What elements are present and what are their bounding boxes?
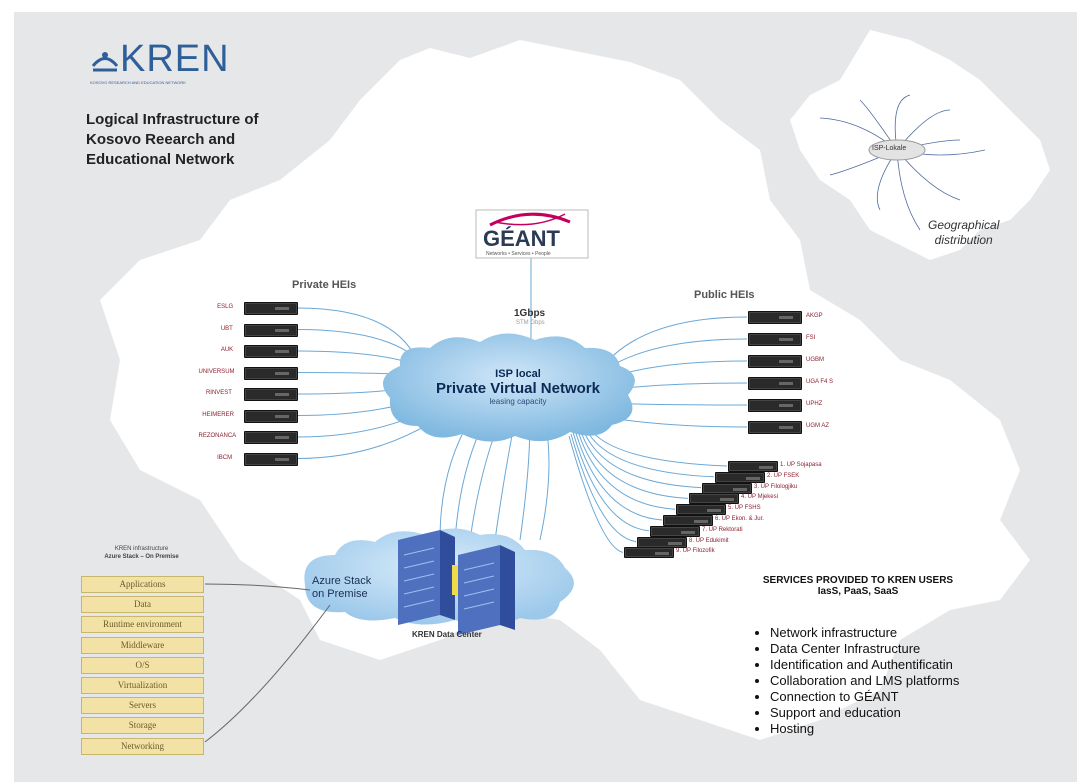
- server-rack-icon: [244, 366, 298, 380]
- server-rack-icon: [748, 421, 802, 434]
- private-hei-label: UNIVERSUM: [198, 368, 235, 375]
- server-rack-icon: [728, 461, 778, 472]
- private-hei-label: AUK: [220, 347, 234, 353]
- service-item: Data Center Infrastructure: [770, 641, 959, 657]
- private-hei-label: HEIMERER: [202, 411, 234, 418]
- server-rack-icon: [637, 536, 687, 548]
- service-item: Connection to GÉANT: [770, 689, 959, 705]
- server-rack-icon: [244, 409, 298, 423]
- services-heading: SERVICES PROVIDED TO KREN USERS IasS, Pa…: [762, 575, 954, 597]
- server-rack-icon: [748, 377, 802, 390]
- diagram-title: Logical Infrastructure of Kosovo Reearch…: [86, 111, 259, 168]
- up-faculty-label: 3. UP Filologjiku: [754, 483, 798, 490]
- public-hei-label: FSI: [806, 335, 816, 341]
- public-hei-label: UGA F4 S: [806, 379, 834, 385]
- server-rack-icon: [748, 399, 802, 412]
- stack-layer: Applications: [81, 576, 204, 593]
- up-faculty-label: 6. UP Ekon. & Jur.: [715, 516, 764, 522]
- stack-layer: Data: [81, 596, 204, 614]
- stack-layer: Servers: [81, 697, 204, 715]
- server-rack-icon: [244, 388, 298, 401]
- geant-logo-arc: [489, 212, 571, 227]
- service-item: Network infrastructure: [770, 625, 959, 641]
- server-rack-icon: [244, 345, 298, 358]
- stack-layer: Networking: [81, 737, 204, 755]
- private-hei-label: REZONANCA: [198, 433, 237, 439]
- server-rack-icon: [244, 302, 298, 315]
- public-hei-label: UPHZ: [806, 401, 823, 407]
- server-rack-icon: [748, 333, 802, 346]
- isp-cloud: [382, 333, 635, 442]
- public-heis-heading: Public HEIs: [694, 289, 755, 301]
- service-item: Identification and Authentificatin: [770, 657, 959, 673]
- kren-logo-icon: [90, 46, 120, 74]
- up-faculty-label: 2. UP FSEK: [767, 472, 800, 479]
- service-item: Hosting: [770, 721, 959, 737]
- public-hei-label: AKGP: [806, 313, 823, 319]
- stack-header: KREN infrastructure Azure Stack – On Pre…: [104, 546, 179, 560]
- server-rack-icon: [702, 482, 752, 494]
- services-list-wrap: Network infrastructureData Center Infras…: [752, 625, 959, 737]
- private-hei-label: ESLG: [217, 304, 234, 310]
- private-hei-label: RINVEST: [205, 390, 232, 396]
- kren-tagline: KOSOVO RESEARCH AND EDUCATION NETWORK: [90, 80, 186, 85]
- service-item: Collaboration and LMS platforms: [770, 673, 959, 689]
- server-rack-icon: [748, 311, 802, 324]
- geant-box: [475, 209, 589, 259]
- public-hei-label: UGBM: [806, 357, 824, 363]
- isp-cloud-label: ISP local Private Virtual Network leasin…: [436, 368, 600, 406]
- public-hei-label: UGM AZ: [806, 423, 830, 429]
- server-rack-icon: [748, 355, 802, 368]
- server-rack-icon: [624, 547, 674, 559]
- uplink-sub: STM Gbps: [516, 320, 545, 326]
- server-rack-icon: [689, 493, 739, 505]
- geo-caption: Geographical distribution: [928, 218, 1000, 247]
- azure-label: Azure Stack on Premise: [312, 575, 372, 600]
- up-faculty-label: 4. UP Mjekesi: [741, 494, 778, 501]
- stack-layer: O/S: [81, 656, 204, 674]
- up-faculty-label: 5. UP FSHS: [728, 505, 761, 512]
- server-rack-icon: [244, 452, 298, 466]
- server-rack-icon: [244, 323, 298, 337]
- geant-tagline: Networks • Services • People: [486, 251, 551, 257]
- private-hei-label: IBCM: [217, 454, 233, 461]
- service-item: Support and education: [770, 705, 959, 721]
- kren-logo-text: KREN: [120, 38, 230, 80]
- inset-node-label: ISP-Lokale: [872, 145, 907, 152]
- server-rack-icon: [663, 515, 713, 526]
- server-rack-icon: [715, 471, 765, 483]
- stack-layer: Runtime environment: [81, 616, 204, 634]
- up-faculty-label: 7. UP Rektorati: [702, 526, 743, 533]
- private-hei-label: UBT: [220, 325, 233, 332]
- up-faculty-label: 8. UP Edukimit: [689, 537, 729, 544]
- stack-layer: Storage: [81, 717, 204, 735]
- datacenter-label: KREN Data Center: [412, 630, 482, 639]
- uplink-speed: 1Gbps: [514, 308, 546, 319]
- server-rack-icon: [244, 431, 298, 444]
- server-rack-icon: [650, 525, 700, 537]
- stack-layer: Virtualization: [81, 677, 204, 694]
- up-faculty-label: 9. UP Filozofik: [676, 548, 715, 555]
- private-heis-heading: Private HEIs: [292, 279, 357, 291]
- server-icon: [398, 530, 515, 635]
- stack-layer: Middleware: [81, 636, 204, 654]
- geant-name: GÉANT: [483, 226, 560, 251]
- services-list: Network infrastructureData Center Infras…: [752, 625, 959, 737]
- up-faculty-label: 1. UP Sojapasa: [780, 462, 822, 468]
- server-rack-icon: [676, 504, 726, 516]
